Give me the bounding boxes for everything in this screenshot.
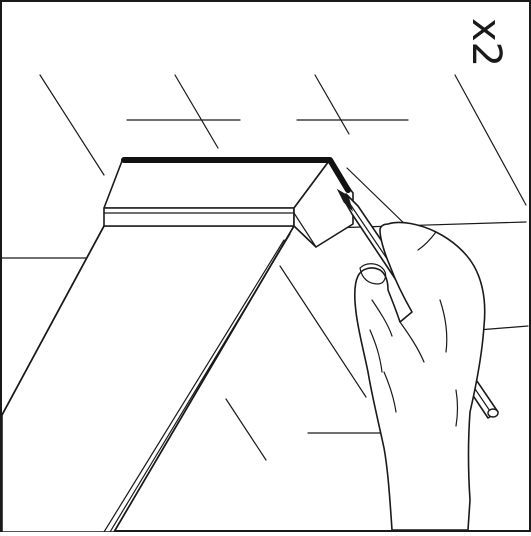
- wooden-board: [2, 226, 294, 532]
- quantity-label: x2: [466, 18, 506, 67]
- hand-icon: [355, 222, 485, 530]
